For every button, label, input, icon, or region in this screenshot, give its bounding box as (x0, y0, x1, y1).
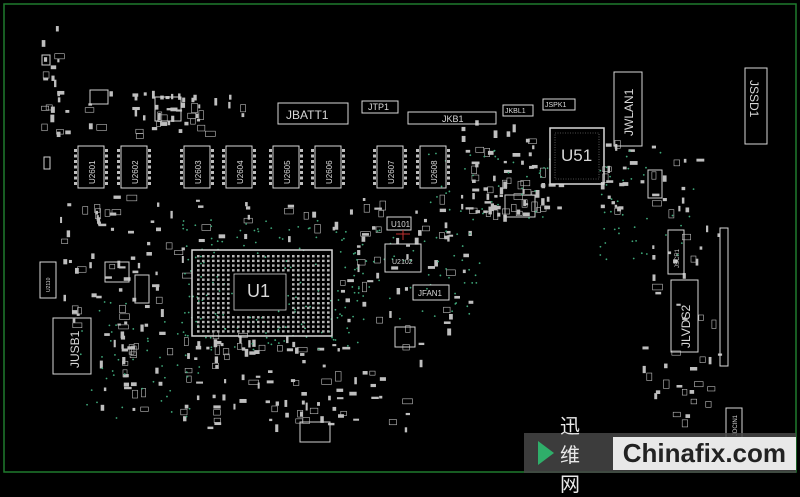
label-jssd1: JSSD1 (747, 80, 761, 118)
connector-jwlan1[interactable]: JWLAN1 (613, 71, 643, 147)
label-u-left: U2110 (46, 277, 52, 292)
label-u1: U1 (247, 281, 270, 301)
memory-chip-label: U2604 (236, 160, 245, 184)
connector-jtp1[interactable]: JTP1 (361, 100, 399, 114)
memory-chip[interactable]: U2602 (117, 145, 151, 189)
watermark: 迅维网 Chinafix.com (524, 414, 796, 496)
label-jdcin1: JDCIN1 (733, 414, 739, 436)
watermark-logo-icon (538, 441, 554, 465)
label-jtp1: JTP1 (368, 102, 389, 112)
memory-chip[interactable]: U2607 (373, 145, 407, 189)
chip-left-small[interactable]: U2110 (39, 261, 57, 299)
via-scatter (79, 149, 695, 419)
memory-chip[interactable]: U2608 (416, 145, 450, 189)
connector-jfan1[interactable]: JFAN1 (412, 284, 450, 301)
connector-jscr1[interactable]: JSCR1 (667, 229, 685, 275)
chip-u2102[interactable]: U2102 (384, 243, 422, 273)
connector-jbatt1[interactable]: JBATT1 (277, 102, 349, 125)
memory-chip-label: U2601 (88, 160, 97, 184)
memory-chip-label: U2608 (430, 160, 439, 184)
label-jkbl1: JKBL1 (505, 108, 526, 115)
label-jscr1: JSCR1 (675, 248, 681, 268)
label-jbatt1: JBATT1 (286, 108, 329, 122)
watermark-en: Chinafix.com (612, 436, 796, 470)
memory-chip[interactable]: U2603 (180, 145, 214, 189)
label-jwlan1: JWLAN1 (622, 88, 636, 136)
memory-chip-label: U2606 (325, 160, 334, 184)
connector-jkb1[interactable]: JKB1 (407, 111, 497, 125)
connector-jkbl1[interactable]: JKBL1 (502, 104, 534, 117)
watermark-cn: 迅维网 (560, 413, 581, 496)
label-u51: U51 (561, 146, 592, 165)
chip-u101[interactable]: U101 (386, 216, 412, 240)
memory-chip[interactable]: U2605 (269, 145, 303, 189)
memory-chip-label: U2602 (131, 160, 140, 184)
cpu-u1[interactable]: U1 (191, 249, 333, 337)
label-jlvds2: JLVDS2 (679, 305, 693, 348)
board-outline (3, 3, 797, 473)
memory-chip-label: U2607 (387, 160, 396, 184)
connector-jusb1[interactable]: JUSB1 (52, 317, 92, 375)
connector-jssd1[interactable]: JSSD1 (744, 67, 768, 145)
memory-chip[interactable]: U2604 (222, 145, 256, 189)
connector-jlvds2[interactable]: JLVDS2 (670, 279, 699, 353)
label-jkb1: JKB1 (442, 114, 464, 124)
memory-chip[interactable]: U2606 (311, 145, 345, 189)
chip-u51[interactable]: U51 (549, 127, 605, 185)
memory-chip-row: U2601 U2602 U2603 U2604 U2605 U2606 U2607 U2608 (74, 145, 450, 189)
label-u2102: U2102 (392, 259, 413, 266)
memory-chip-label: U2605 (283, 160, 292, 184)
memory-chip[interactable]: U2601 (74, 145, 108, 189)
connector-jspk1[interactable]: JSPK1 (542, 98, 576, 111)
label-jfan1: JFAN1 (418, 289, 443, 298)
label-jspk1: JSPK1 (545, 102, 567, 109)
memory-chip-label: U2603 (194, 160, 203, 184)
connector-long-right[interactable] (719, 227, 729, 367)
label-jusb1: JUSB1 (68, 330, 82, 368)
component-footprints (41, 26, 723, 443)
label-u101: U101 (391, 220, 411, 229)
